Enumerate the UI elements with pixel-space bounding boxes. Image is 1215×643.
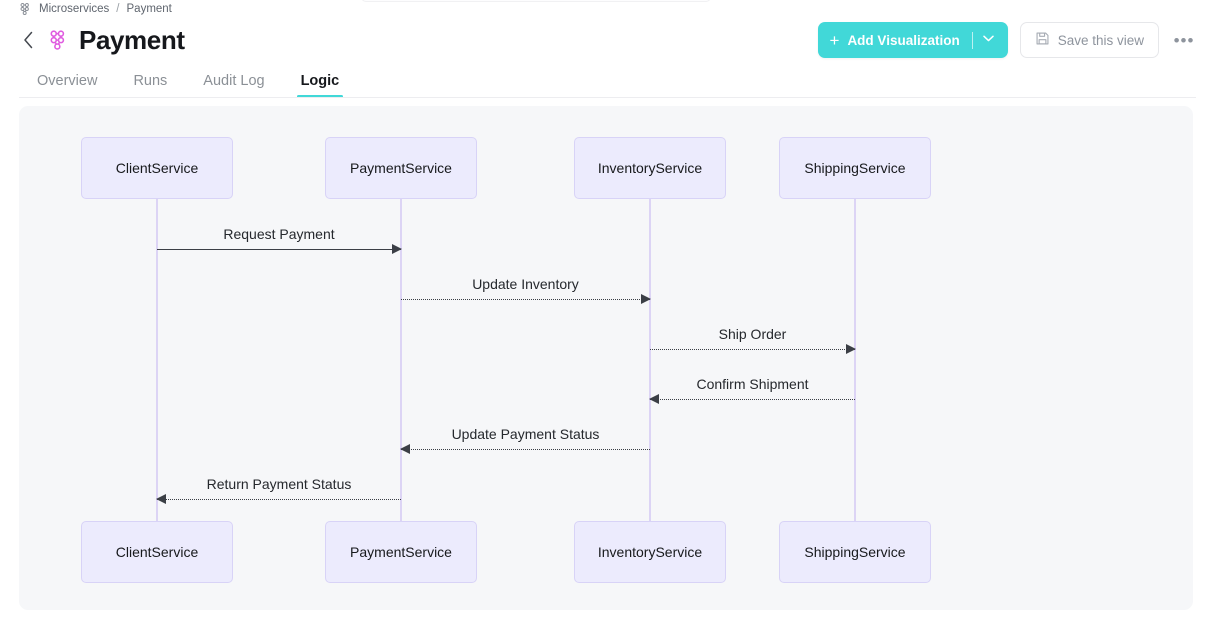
microservices-cluster-icon	[48, 29, 70, 51]
message-label: Update Payment Status	[451, 426, 600, 442]
lifeline-shippingservice	[854, 199, 856, 521]
breadcrumb-current: Payment	[126, 3, 172, 15]
arrow-head-left-icon	[156, 494, 166, 504]
tab-runs-label: Runs	[133, 72, 168, 89]
message-line	[401, 449, 650, 450]
breadcrumb: Microservices / Payment	[19, 0, 172, 18]
participant-paymentservice-bottom[interactable]: PaymentService	[325, 521, 477, 583]
save-this-view-label: Save this view	[1057, 32, 1144, 48]
participant-inventoryservice-bottom[interactable]: InventoryService	[574, 521, 726, 583]
message-line	[401, 299, 650, 300]
page-title: Payment	[79, 24, 185, 55]
message-label: Request Payment	[223, 226, 335, 242]
ellipsis-horizontal-icon[interactable]: •••	[1171, 27, 1197, 53]
tab-overview-label: Overview	[37, 72, 98, 89]
top-overlay-edge	[361, 0, 711, 2]
save-disk-icon	[1035, 31, 1050, 49]
message-label: Ship Order	[718, 326, 787, 342]
breadcrumb-parent[interactable]: Microservices	[39, 3, 110, 15]
arrow-head-right-icon	[846, 344, 856, 354]
button-divider	[971, 31, 973, 49]
participant-clientservice-bottom[interactable]: ClientService	[81, 521, 233, 583]
message-line	[157, 499, 401, 500]
tab-audit-log-label: Audit Log	[203, 72, 265, 89]
microservices-cluster-icon	[19, 2, 33, 16]
add-visualization-button[interactable]: + Add Visualization	[817, 22, 1008, 58]
header-actions: + Add Visualization	[817, 22, 1198, 58]
lifeline-clientservice	[156, 199, 158, 521]
arrow-head-left-icon	[649, 394, 659, 404]
participant-paymentservice-top[interactable]: PaymentService	[325, 137, 477, 199]
message-label: Confirm Shipment	[696, 376, 809, 392]
tab-runs[interactable]: Runs	[115, 72, 185, 99]
arrow-head-left-icon	[400, 444, 410, 454]
plus-icon: +	[829, 30, 840, 50]
message-line	[650, 399, 855, 400]
tab-logic[interactable]: Logic	[283, 72, 358, 99]
page-header: Payment + Add Visualization	[18, 20, 1197, 60]
tab-audit-log[interactable]: Audit Log	[185, 72, 282, 99]
chevron-down-icon[interactable]	[982, 35, 994, 45]
message-label: Return Payment Status	[206, 476, 352, 492]
arrow-head-right-icon	[392, 244, 402, 254]
message-line	[650, 349, 855, 350]
tab-bar: Overview Runs Audit Log Logic	[19, 60, 1215, 98]
lifeline-inventoryservice	[649, 199, 651, 521]
participant-shippingservice-top[interactable]: ShippingService	[779, 137, 931, 199]
lifeline-paymentservice	[400, 199, 402, 521]
breadcrumb-separator: /	[116, 3, 120, 15]
arrow-head-right-icon	[641, 294, 651, 304]
message-label: Update Inventory	[472, 276, 579, 292]
add-visualization-label: Add Visualization	[847, 32, 960, 48]
message-line	[157, 249, 401, 250]
participant-clientservice-top[interactable]: ClientService	[81, 137, 233, 199]
participant-shippingservice-bottom[interactable]: ShippingService	[779, 521, 931, 583]
tab-logic-label: Logic	[300, 72, 340, 89]
participant-inventoryservice-top[interactable]: InventoryService	[574, 137, 726, 199]
tab-overview[interactable]: Overview	[19, 72, 115, 99]
tab-bar-divider	[19, 97, 1196, 98]
chevron-left-icon[interactable]	[18, 27, 38, 53]
save-this-view-button[interactable]: Save this view	[1019, 22, 1159, 58]
